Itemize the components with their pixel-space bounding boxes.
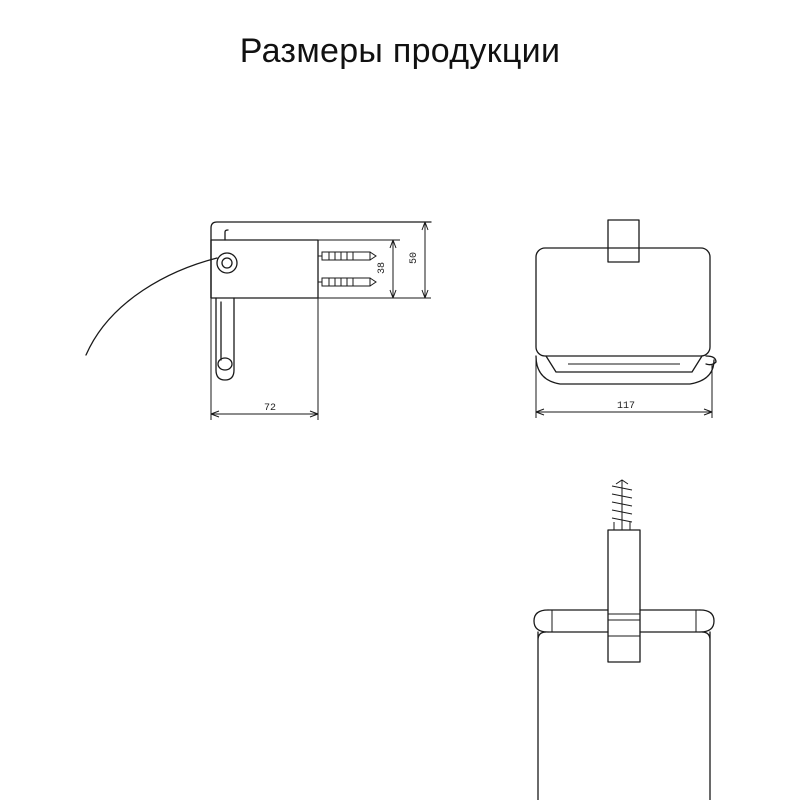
top-view-bar-left-end <box>533 609 549 633</box>
roll-bar-end <box>217 357 233 371</box>
front-lid <box>535 247 711 357</box>
dim-38-label: 38 <box>377 262 388 274</box>
page-title: Размеры продукции <box>239 32 561 70</box>
pivot-circle-outer <box>216 252 238 274</box>
side-top-plate <box>210 221 432 299</box>
pivot-circle-inner <box>221 257 233 269</box>
top-view-bar-right-end <box>699 609 715 633</box>
dim-117-label: 117 <box>617 401 635 412</box>
roll-bar <box>215 297 235 381</box>
top-view-bar <box>547 609 701 633</box>
front-roll-bar <box>535 355 715 385</box>
front-view: 117 <box>535 219 717 418</box>
top-view-lid <box>537 631 711 800</box>
front-roll-end <box>705 355 717 366</box>
lid-swing-arc <box>85 257 218 356</box>
top-view-screw <box>611 479 633 531</box>
side-screw-bottom <box>318 277 377 287</box>
top-view-post <box>607 529 641 663</box>
side-body-box <box>210 239 319 299</box>
top-view-post-clip <box>607 619 641 637</box>
front-roll-bar-inner <box>545 355 703 373</box>
side-screw-top <box>318 251 377 261</box>
side-view: 38 50 72 <box>85 221 432 420</box>
top-view <box>533 479 715 800</box>
front-mount-block <box>607 219 640 263</box>
dim-72-label: 72 <box>264 403 276 414</box>
dim-50-label: 50 <box>409 252 420 264</box>
side-top-plate-inner <box>224 229 229 241</box>
